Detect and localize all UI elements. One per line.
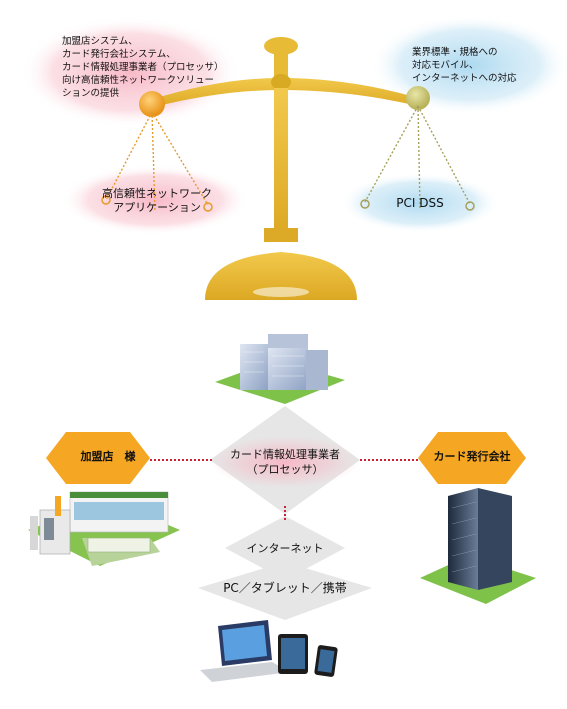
right-notes: 業界標準・規格への 対応モバイル、 インターネットへの対応 — [412, 46, 562, 85]
internet-diamond — [225, 516, 345, 580]
laptop-icon — [200, 620, 290, 682]
processor-label: カード情報処理事業者 （プロセッサ） — [205, 447, 365, 477]
network-diagram-graphic — [28, 334, 536, 682]
convenience-store-icon — [28, 491, 180, 566]
issuer-label: カード発行会社 — [433, 450, 511, 463]
left-note-line: カード情報処理事業者（プロセッサ） — [62, 62, 224, 73]
right-pan-label: PCI DSS — [396, 196, 444, 210]
balance-scale-graphic — [20, 15, 567, 300]
left-note-line: 加盟店システム、 — [62, 36, 138, 47]
processor-label-line: （プロセッサ） — [246, 463, 324, 476]
devices-diamond — [198, 562, 372, 620]
issuer-badge — [418, 432, 526, 484]
internet-label: インターネット — [246, 542, 324, 555]
office-tower-icon — [420, 488, 536, 604]
right-note-line: 対応モバイル、 — [412, 60, 479, 71]
right-note-line: インターネットへの対応 — [412, 73, 517, 84]
left-pan-line: アプリケーション — [113, 201, 201, 214]
smartphone-icon — [314, 645, 338, 677]
processor-label-line: カード情報処理事業者 — [230, 448, 340, 461]
scale-column — [274, 88, 288, 238]
left-pivot-ball — [139, 91, 165, 117]
left-note-line: 向け高信頼性ネットワークソリュー — [62, 75, 215, 86]
left-note-line: ションの提供 — [62, 88, 120, 99]
left-pan-label: 高信頼性ネットワーク アプリケーション — [82, 187, 232, 215]
left-pan-line: 高信頼性ネットワーク — [102, 187, 212, 200]
devices-label: PC／タブレット／携帯 — [223, 581, 347, 595]
left-notes: 加盟店システム、 カード発行会社システム、 カード情報処理事業者（プロセッサ） … — [62, 35, 242, 100]
left-note-line: カード発行会社システム、 — [62, 49, 176, 60]
member-store-badge — [46, 432, 150, 484]
tablet-icon — [278, 634, 308, 674]
processor-building-icon — [215, 334, 345, 404]
scale-base — [205, 252, 357, 300]
right-pivot-ball — [406, 86, 430, 110]
scale-beam — [150, 78, 418, 108]
member-store-label: 加盟店 様 — [80, 450, 136, 463]
right-note-line: 業界標準・規格への — [412, 47, 498, 58]
